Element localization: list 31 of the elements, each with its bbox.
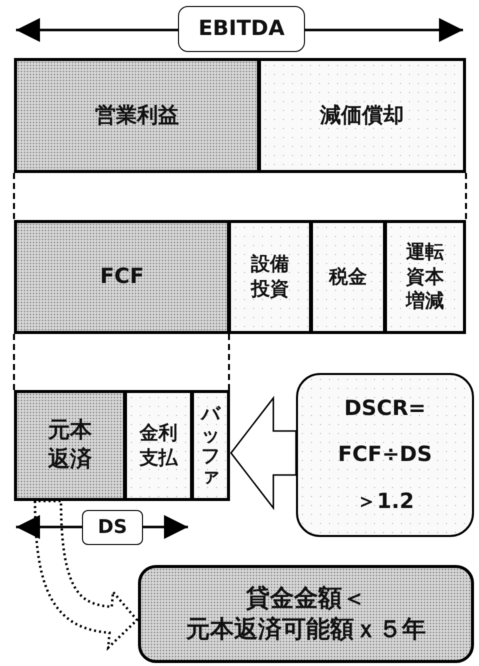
box-label: 設備投資 xyxy=(250,252,290,302)
rounded-box xyxy=(296,373,474,537)
box-label: 元本返済可能額ｘ５年 xyxy=(186,614,426,645)
box-label: 金利支払 xyxy=(138,420,178,470)
block-box xyxy=(258,58,466,173)
block-arrow xyxy=(34,500,139,651)
block-box xyxy=(14,220,230,334)
box-label: 貸金金額＜ xyxy=(246,582,366,614)
box-label: EBITDA xyxy=(198,15,285,42)
box-label: FCF xyxy=(100,263,144,290)
box-label: DSCR= xyxy=(344,394,426,422)
block-box xyxy=(14,58,260,173)
block-box xyxy=(228,220,312,334)
box-label: 元本返済 xyxy=(47,416,93,474)
block-box xyxy=(14,390,126,501)
box-label: バッファ xyxy=(201,404,220,488)
box-label: 減価償却 xyxy=(320,102,404,129)
label-box xyxy=(178,6,305,52)
block-box xyxy=(124,390,193,501)
box-label: 運転資本増減 xyxy=(405,240,445,314)
rounded-box xyxy=(138,565,474,663)
box-label: DS xyxy=(98,515,128,540)
block-box xyxy=(384,220,466,334)
block-arrow xyxy=(230,396,297,510)
box-label: 税金 xyxy=(329,264,367,290)
label-box xyxy=(82,510,143,545)
block-box xyxy=(310,220,386,334)
box-label: 営業利益 xyxy=(95,102,179,129)
block-box xyxy=(191,390,230,501)
box-label: ＞1.2 xyxy=(356,488,414,516)
box-label: FCF÷DS xyxy=(338,441,432,468)
